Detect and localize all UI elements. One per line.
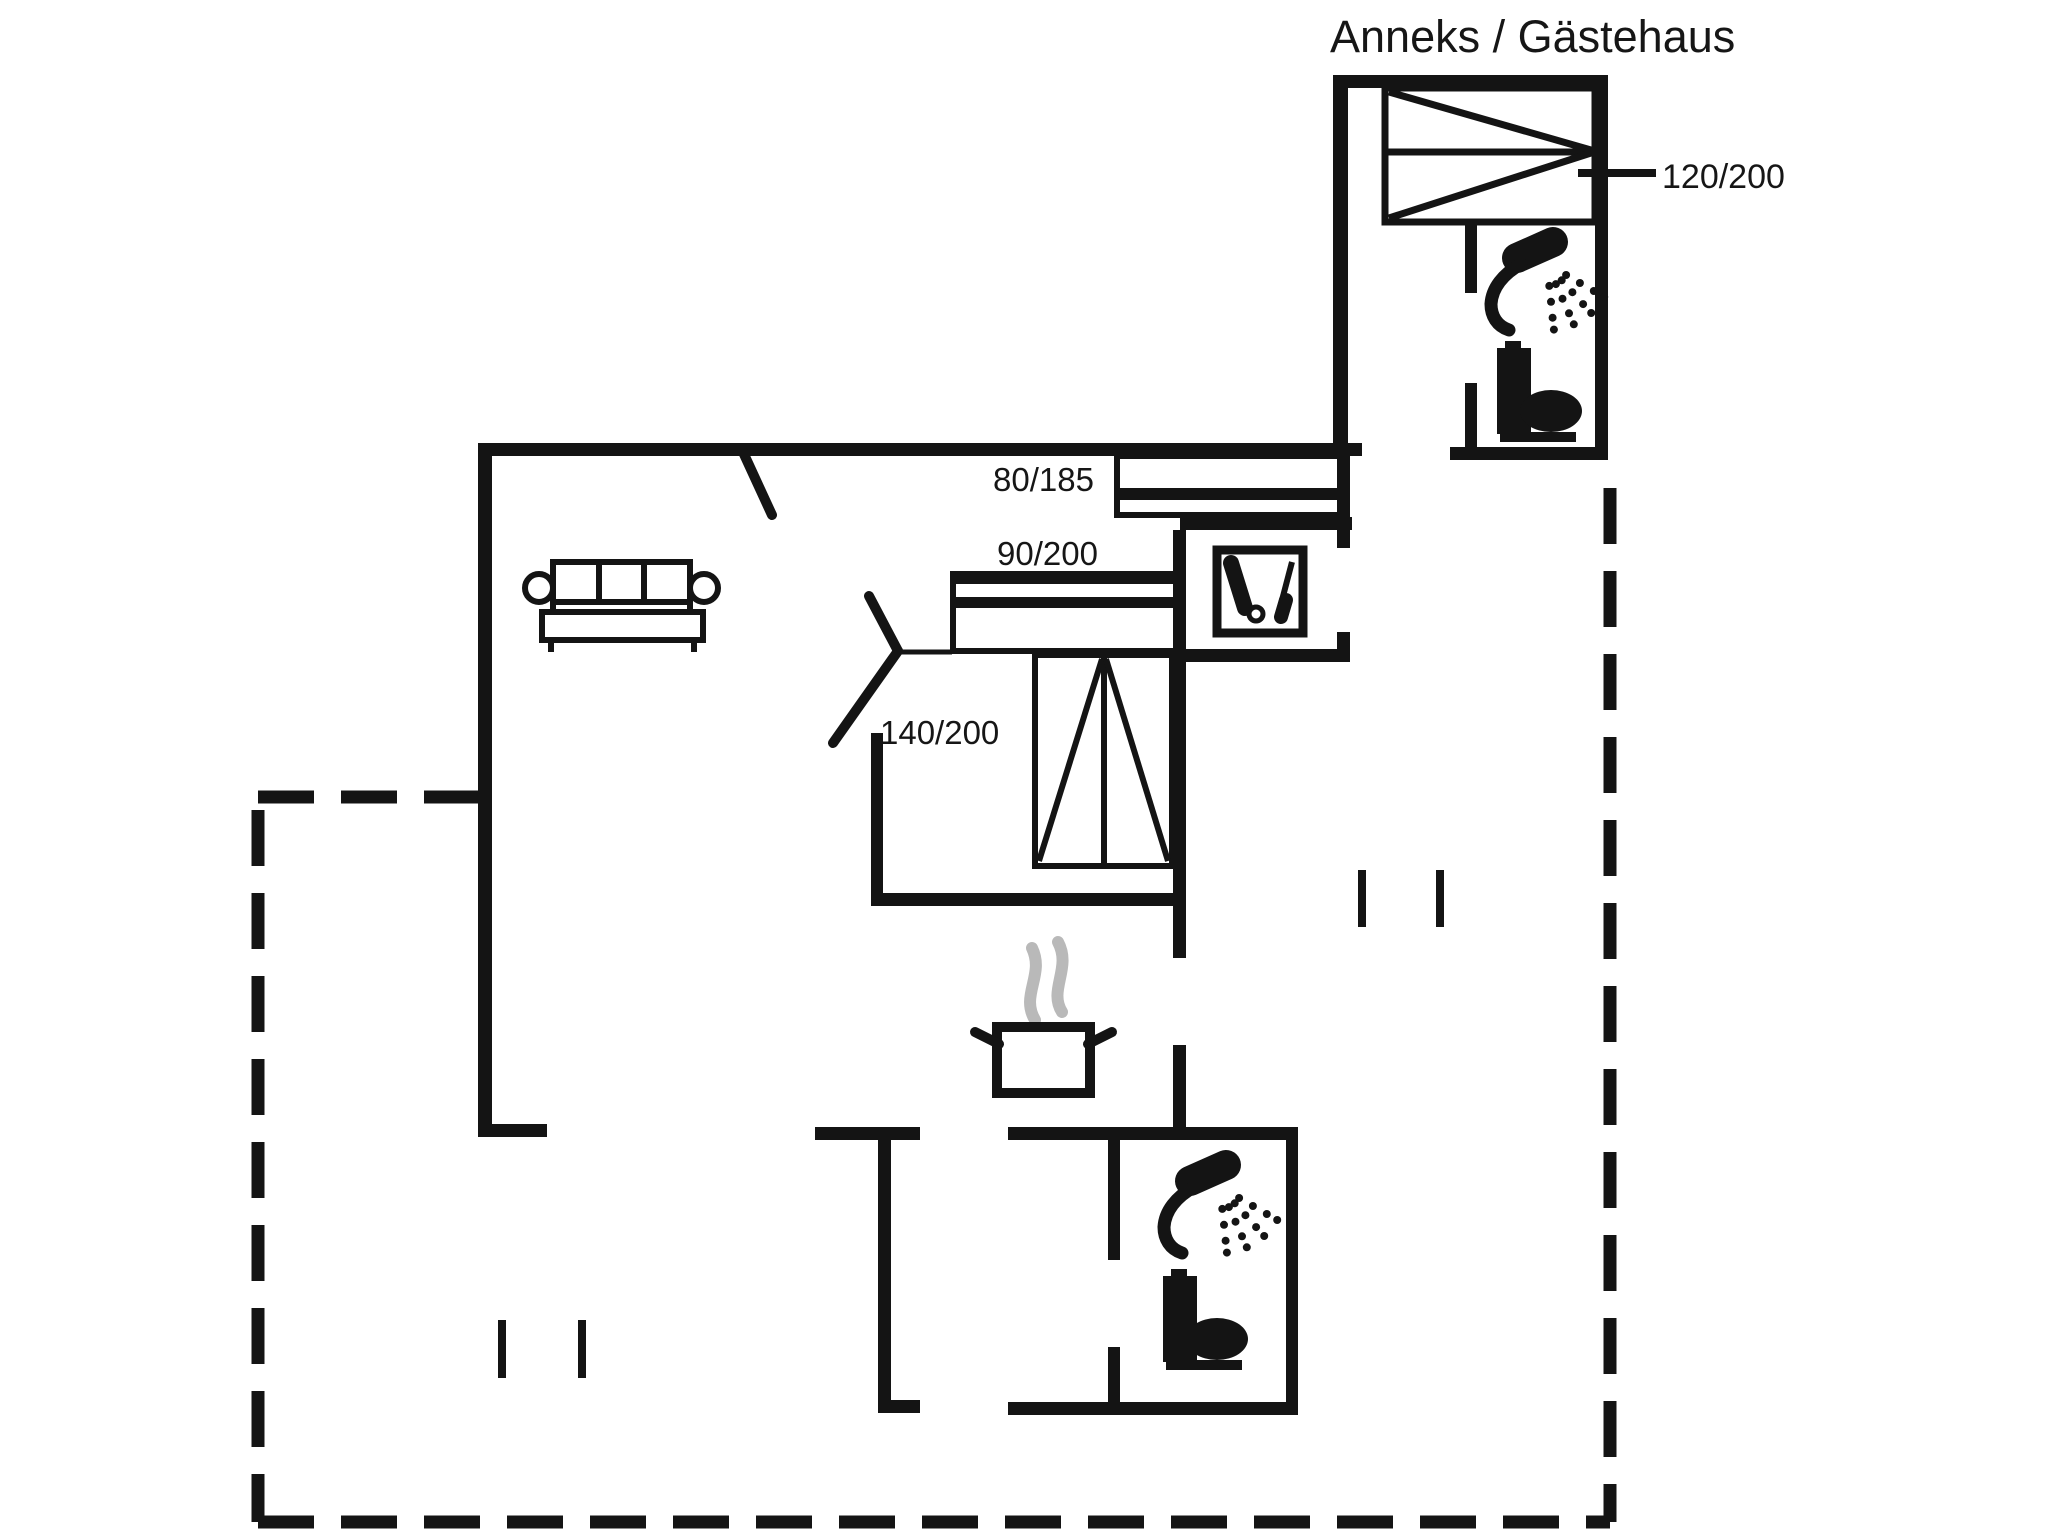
opening-tick-marks [498, 870, 1444, 1378]
page-title: Anneks / Gästehaus [1330, 11, 1735, 62]
annex-bed-label: 120/200 [1662, 158, 1785, 196]
wall-utility-south [1183, 649, 1350, 662]
double-bed-label: 140/200 [880, 714, 999, 751]
sofa-icon [522, 559, 721, 652]
wall-bathroom-right [1286, 1127, 1298, 1415]
bed-90 [950, 571, 1179, 654]
annex-shower-icon [1491, 242, 1608, 334]
main-shower-icon [1164, 1165, 1281, 1257]
utility-appliance-icon [1212, 545, 1308, 638]
main-toilet-icon [1163, 1269, 1248, 1370]
door-swing-entrance [738, 447, 777, 520]
double-bed [1032, 652, 1175, 869]
annex [1333, 75, 1608, 460]
wall-hall-vertical [878, 1127, 891, 1413]
annex-wall-bottom [1450, 447, 1608, 460]
annex-toilet-icon [1497, 341, 1582, 442]
wall-mid-vertical-lower [1173, 1045, 1186, 1138]
wall-top [478, 443, 1362, 456]
single-bed [1114, 453, 1343, 518]
wall-left [478, 443, 492, 1137]
wall-left-bottom-stub [478, 1124, 547, 1137]
annex-bathroom-partition-upper [1465, 222, 1477, 293]
wall-bathroom-left-lower [1108, 1347, 1120, 1415]
terrace-dashed-boundary [251, 488, 1617, 1529]
steam-icon [1024, 936, 1069, 1026]
door-swings [738, 447, 903, 748]
wall-bottom [1008, 1402, 1298, 1415]
wall-kitchen-south [1008, 1127, 1298, 1140]
wall-utility-north [1180, 517, 1352, 530]
wall-bathroom-left-upper [1108, 1127, 1120, 1260]
wall-bedroom-bottom [871, 893, 1186, 906]
wall-hall-top [815, 1127, 920, 1140]
bed-90-label: 90/200 [997, 535, 1098, 572]
single-bed-label: 80/185 [993, 461, 1094, 498]
wall-hall-bottom-stub [878, 1400, 920, 1413]
annex-bathroom-partition-lower [1465, 383, 1477, 453]
door-swing-bedroom-upper [864, 591, 903, 656]
annex-wall-left [1333, 75, 1348, 453]
door-swing-bedroom-lower [828, 646, 903, 748]
main-house-walls [478, 443, 1362, 1415]
cooking-pot-icon [970, 1022, 1117, 1098]
annex-bed [1381, 84, 1599, 226]
main-house [478, 443, 1362, 1415]
wall-bedroom-left [871, 733, 883, 905]
